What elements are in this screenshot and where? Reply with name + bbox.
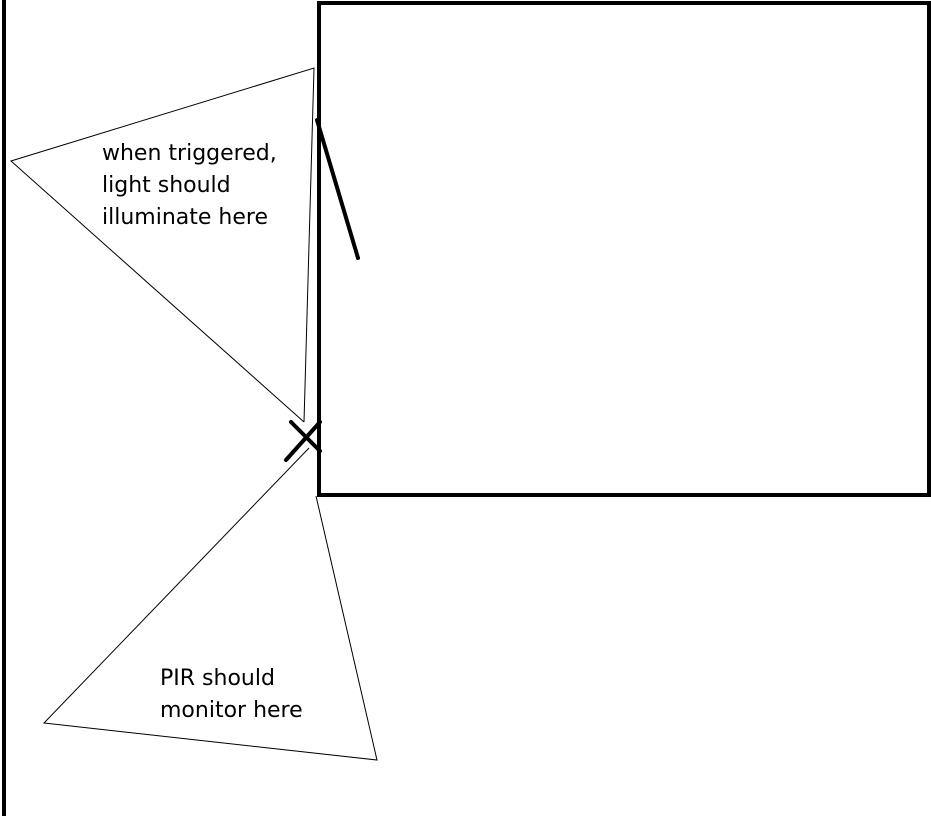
light-illumination-zone (10, 67, 315, 423)
door-swing-line (315, 118, 360, 260)
building-outline (317, 1, 931, 497)
pir-detection-zone (42, 447, 378, 761)
light-zone-label-line: illuminate here (102, 205, 268, 230)
light-zone-label-line: when triggered, (102, 141, 277, 166)
light-zone-label-line: light should (102, 173, 231, 198)
pir-zone-label: PIR should monitor here (160, 663, 303, 727)
fixture-x-mark (284, 420, 322, 462)
light-zone-label: when triggered, light should illuminate … (102, 138, 277, 234)
pir-zone-label-line: PIR should (160, 666, 275, 691)
pir-zone-label-line: monitor here (160, 698, 303, 723)
